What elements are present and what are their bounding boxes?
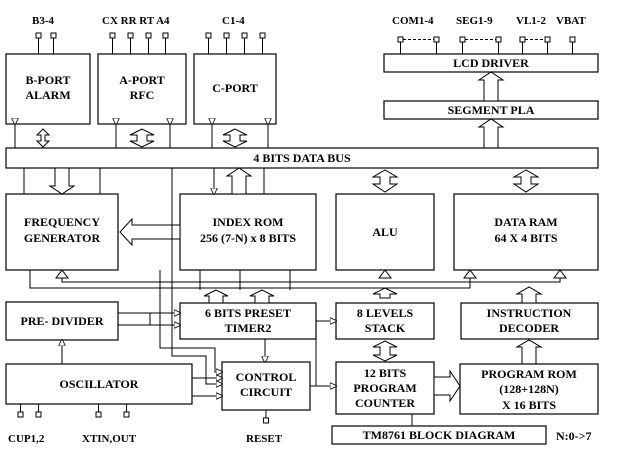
- svg-text:C-PORT: C-PORT: [212, 81, 258, 95]
- pin-group-c14: C1-4: [205, 15, 266, 54]
- svg-text:CONTROL: CONTROL: [236, 370, 297, 384]
- wire-return-bus: [61, 270, 561, 283]
- block-alu: ALU: [335, 193, 435, 271]
- svg-text:RFC: RFC: [130, 88, 155, 102]
- block-preset-timer: 6 BITS PRESET TIMER2: [179, 302, 317, 340]
- svg-text:OSCILLATOR: OSCILLATOR: [60, 377, 139, 391]
- arrow-indexrom-to-bus: [225, 167, 253, 195]
- block-data-ram: DATA RAM 64 X 4 BITS: [453, 193, 599, 271]
- block-pre-divider: PRE- DIVIDER: [5, 301, 119, 341]
- arrow-bport-bus: [35, 128, 51, 148]
- svg-text:12 BITS: 12 BITS: [364, 366, 407, 380]
- pin-label-vl12: VL1-2: [516, 15, 546, 27]
- arrow-indexrom-to-freqgen: [119, 217, 181, 247]
- block-program-counter: 12 BITS PROGRAM COUNTER: [335, 361, 435, 415]
- svg-text:PROGRAM ROM: PROGRAM ROM: [481, 367, 577, 381]
- pin-group-b34: B3-4: [32, 15, 57, 54]
- arrow-stack-counter: [372, 340, 398, 362]
- block-control-circuit: CONTROL CIRCUIT: [221, 361, 311, 411]
- block-program-rom: PROGRAM ROM (128+128N) X 16 BITS: [459, 363, 599, 415]
- svg-text:4 BITS DATA BUS: 4 BITS DATA BUS: [253, 151, 351, 165]
- block-oscillator: OSCILLATOR: [5, 363, 193, 405]
- block-stack: 8 LEVELS STACK: [335, 302, 435, 340]
- arrow-bus-to-timer: [203, 289, 229, 304]
- svg-text:DATA RAM: DATA RAM: [494, 215, 557, 229]
- svg-text:INSTRUCTION: INSTRUCTION: [487, 306, 572, 320]
- svg-text:LCD DRIVER: LCD DRIVER: [453, 56, 529, 70]
- block-frequency-generator: FREQUENCY GENERATOR: [5, 193, 119, 271]
- pin-label-seg19: SEG1-9: [456, 15, 493, 27]
- block-aport-rfc: A-PORT RFC: [97, 53, 187, 125]
- block-bport-alarm: B-PORT ALARM: [5, 53, 91, 125]
- arrow-bus-to-freqgen: [48, 167, 76, 195]
- pin-group-lcd: COM1-4 SEG1-9 VL1-2 VBAT: [392, 15, 586, 54]
- pin-label-com14: COM1-4: [392, 15, 434, 27]
- svg-text:6 BITS PRESET: 6 BITS PRESET: [205, 306, 291, 320]
- svg-text:COUNTER: COUNTER: [355, 396, 415, 410]
- pin-label-xtin-out: XTIN,OUT: [82, 433, 137, 445]
- svg-text:PROGRAM: PROGRAM: [353, 381, 416, 395]
- svg-text:TIMER2: TIMER2: [225, 321, 272, 335]
- arrow-pla-to-lcd: [477, 71, 505, 102]
- svg-text:SEGMENT PLA: SEGMENT PLA: [448, 103, 535, 117]
- note-n-range: N:0->7: [556, 429, 592, 443]
- svg-text:INDEX ROM: INDEX ROM: [213, 215, 284, 229]
- svg-text:A-PORT: A-PORT: [119, 73, 165, 87]
- svg-text:GENERATOR: GENERATOR: [24, 231, 101, 245]
- arrow-bus-ram: [512, 169, 540, 193]
- pin-label-cup12: CUP1,2: [8, 433, 45, 445]
- pin-label-cx-rr-rt-a4: CX RR RT A4: [102, 15, 170, 27]
- block-instruction-decoder: INSTRUCTION DECODER: [460, 302, 599, 340]
- svg-text:(128+128N): (128+128N): [499, 382, 559, 396]
- svg-text:FREQUENCY: FREQUENCY: [24, 215, 100, 229]
- arrow-aport-bus: [129, 128, 155, 148]
- svg-text:B-PORT: B-PORT: [26, 73, 71, 87]
- pin-group-aport: CX RR RT A4: [102, 15, 170, 54]
- svg-text:ALU: ALU: [372, 225, 398, 239]
- arrow-cport-bus: [222, 128, 248, 148]
- svg-text:64 X 4 BITS: 64 X 4 BITS: [494, 231, 557, 245]
- arrow-bus-to-pla: [477, 118, 505, 149]
- block-cport: C-PORT: [193, 53, 277, 125]
- svg-text:X 16 BITS: X 16 BITS: [502, 398, 556, 412]
- arrow-counter-to-rom: [433, 369, 461, 403]
- svg-text:CIRCUIT: CIRCUIT: [240, 385, 292, 399]
- arrow-rom-to-decoder: [515, 339, 543, 365]
- block-data-bus: 4 BITS DATA BUS: [5, 147, 599, 169]
- svg-text:PRE- DIVIDER: PRE- DIVIDER: [20, 314, 103, 328]
- svg-text:ALARM: ALARM: [25, 88, 70, 102]
- pin-label-reset: RESET: [246, 433, 283, 445]
- svg-text:256 (7-N) x 8 BITS: 256 (7-N) x 8 BITS: [200, 231, 296, 245]
- block-title: TM8761 BLOCK DIAGRAM: [331, 425, 547, 445]
- block-index-rom: INDEX ROM 256 (7-N) x 8 BITS: [179, 193, 317, 271]
- block-lcd-driver: LCD DRIVER: [383, 53, 599, 73]
- svg-text:STACK: STACK: [365, 321, 406, 335]
- pin-label-b34: B3-4: [32, 15, 55, 27]
- arrow-bus-alu: [371, 169, 399, 193]
- svg-text:8 LEVELS: 8 LEVELS: [357, 306, 414, 320]
- svg-text:DECODER: DECODER: [499, 321, 559, 335]
- block-segment-pla: SEGMENT PLA: [383, 100, 599, 120]
- svg-text:TM8761 BLOCK DIAGRAM: TM8761 BLOCK DIAGRAM: [363, 428, 516, 442]
- pin-label-c14: C1-4: [222, 15, 245, 27]
- pin-label-vbat: VBAT: [556, 15, 586, 27]
